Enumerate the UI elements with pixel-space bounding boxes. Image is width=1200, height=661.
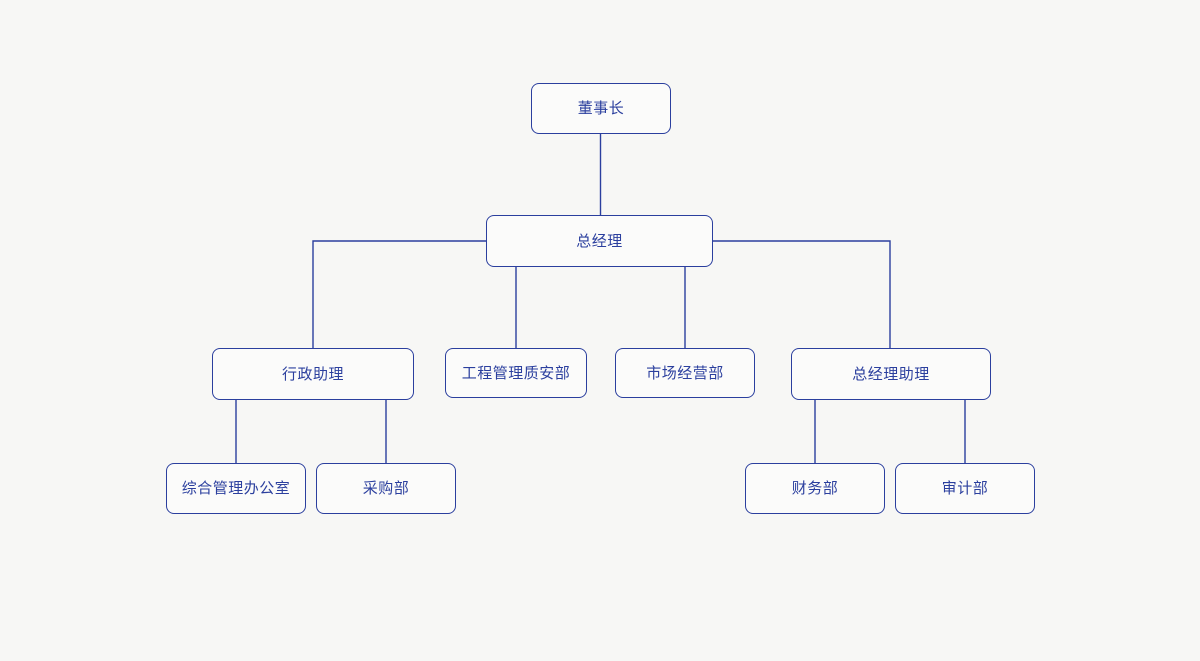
node-gm-assistant[interactable]: 总经理助理 (791, 348, 991, 400)
node-procurement-label: 采购部 (362, 479, 410, 497)
node-general-manager-label: 总经理 (576, 231, 623, 250)
node-market-operations[interactable]: 市场经营部 (615, 348, 755, 398)
node-engineering-quality-safety-label: 工程管理质安部 (461, 363, 571, 382)
node-procurement[interactable]: 采购部 (316, 463, 456, 514)
node-general-admin-office-label: 综合管理办公室 (181, 479, 291, 497)
node-market-operations-label: 市场经营部 (646, 363, 724, 382)
node-general-manager[interactable]: 总经理 (486, 215, 713, 267)
node-finance-label: 财务部 (791, 479, 839, 497)
node-audit-label: 审计部 (941, 479, 989, 497)
edge-general-manager-to-gm-assistant (713, 240, 891, 348)
node-chairman-label: 董事长 (577, 99, 625, 117)
node-gm-assistant-label: 总经理助理 (852, 364, 930, 383)
node-engineering-quality-safety[interactable]: 工程管理质安部 (445, 348, 587, 398)
node-audit[interactable]: 审计部 (895, 463, 1035, 514)
edge-general-manager-to-admin-assistant (312, 240, 486, 348)
node-finance[interactable]: 财务部 (745, 463, 885, 514)
node-admin-assistant[interactable]: 行政助理 (212, 348, 414, 400)
node-chairman[interactable]: 董事长 (531, 83, 671, 134)
node-general-admin-office[interactable]: 综合管理办公室 (166, 463, 306, 514)
node-admin-assistant-label: 行政助理 (281, 364, 344, 383)
